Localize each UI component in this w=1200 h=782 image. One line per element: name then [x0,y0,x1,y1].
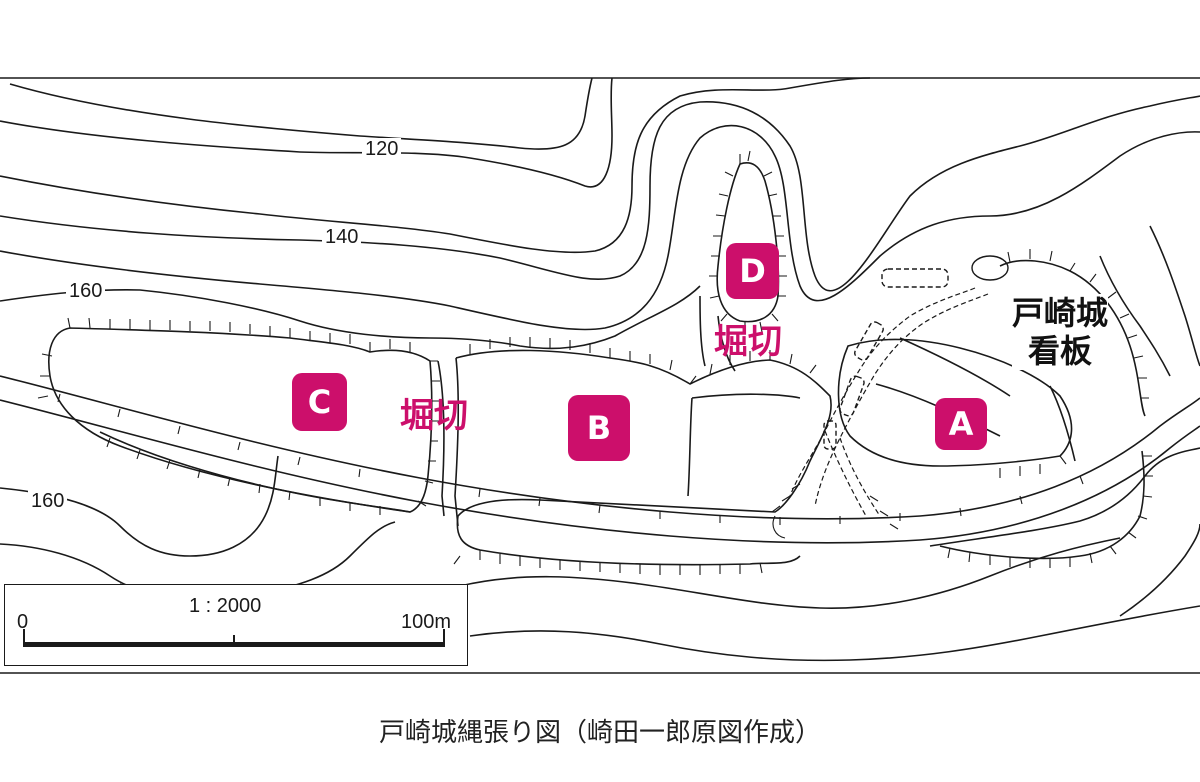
map-caption: 戸崎城縄張り図（崎田一郎原図作成） [378,718,821,748]
enclosure-c-hachures [37,317,440,507]
contour-line [469,605,1200,662]
contour-line [0,77,613,188]
contour-label-160-lower: 160 [28,490,68,512]
east-bastion-hachures [1007,249,1149,399]
scale-tick-mid [233,635,235,647]
scale-legend: 1 : 2000 0 100m [4,584,468,666]
scale-tick-start [23,629,25,647]
contour-label-160-upper: 160 [66,280,106,302]
contour-line [0,95,1200,292]
road-edge-south [0,399,1200,544]
signboard-line-1: 戸崎城 [1012,294,1109,332]
signboard-label: 戸崎城 看板 [1012,294,1109,370]
scale-end-label: 100m [401,611,452,633]
enclosure-b-inner-division [687,393,801,497]
enclosure-badge-c: C [292,373,347,431]
gate-block [854,321,884,361]
moat-label-west: 堀切 [400,396,468,436]
north-moat-outline [699,295,736,372]
enclosure-badge-d: D [726,243,779,299]
contour-line [0,285,701,350]
contour-line [0,77,871,254]
scale-tick-end [443,629,445,647]
enclosure-b-outline [455,349,832,566]
contour-line [1119,523,1200,617]
contour-label-140: 140 [322,226,362,248]
signboard-line-2: 看板 [1028,332,1093,370]
gate-block [823,420,837,450]
gate-mound [971,255,1009,281]
enclosure-d-hachures [709,150,787,333]
contour-line [0,455,279,557]
west-lower-scarp [99,431,411,513]
enclosure-d-outline [716,162,780,323]
entrance-path [824,430,881,517]
contour-line [9,77,593,150]
road-ticks [57,393,1084,525]
entrance-path [789,287,976,497]
moat-label-north: 堀切 [714,322,782,362]
gate-hachures [771,483,899,539]
south-scarp-hachures [947,455,1153,568]
enclosure-c-outline [48,327,433,513]
terrain-drawing [0,77,1200,674]
castle-layout-map: 120 140 160 160 C B D A 堀切 堀切 戸崎城 看板 1 :… [0,76,1200,676]
west-lower-hachures [106,437,381,515]
scale-ratio: 1 : 2000 [189,595,262,617]
entrance-path [814,293,989,507]
enclosure-badge-b: B [568,395,630,461]
contour-line [1149,225,1200,367]
scale-start-label: 0 [17,611,29,633]
gate-block [881,268,949,288]
road-edge-north [0,375,1200,520]
south-scarp [939,450,1145,560]
enclosure-b-hachures [453,337,817,575]
west-moat-outline [437,357,460,527]
enclosure-badge-a: A [935,398,987,450]
gate-block [839,375,865,417]
contour-line [1099,255,1171,377]
contour-label-120: 120 [362,138,402,160]
contour-line [0,124,1200,331]
contour-line [929,447,1200,547]
enclosure-a-hachures [999,455,1067,478]
